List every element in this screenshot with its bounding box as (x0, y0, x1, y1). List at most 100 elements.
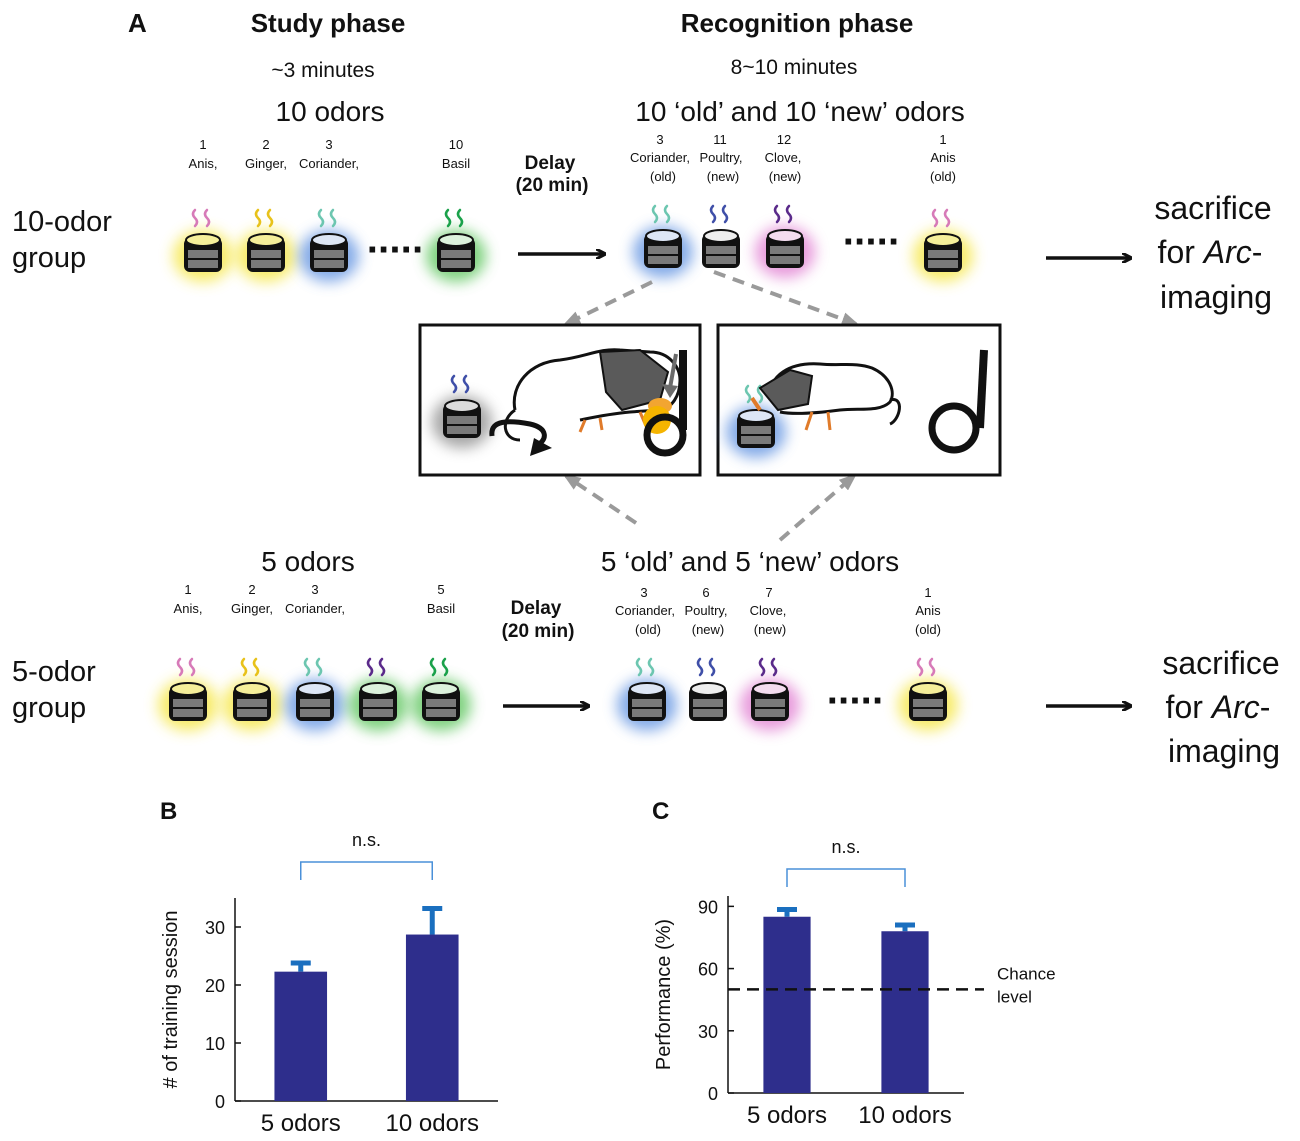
g5-recog-odor-num: 3 (640, 585, 647, 600)
g10-outcome-line1: sacrifice (1154, 190, 1271, 226)
g5-outcome-line2: for Arc- (1166, 689, 1271, 725)
pointer-arrowhead (662, 384, 678, 398)
g10-recog-odor-num: 11 (713, 132, 727, 147)
reward-cup (432, 374, 492, 448)
rotate-arrowhead (530, 438, 552, 456)
behavior-box-reward (418, 323, 702, 477)
panel-c-label: C (652, 798, 669, 825)
g10-study-odor-num: 2 (262, 137, 269, 152)
y-axis-label: Performance (%) (653, 919, 675, 1070)
dashed-arrow-upper-right (713, 270, 860, 326)
y-tick-label: 90 (698, 897, 718, 917)
recognition-phase-title: Recognition phase (681, 8, 914, 38)
y-tick-label: 20 (205, 976, 225, 996)
g10-recog-odor-status: (old) (930, 169, 956, 184)
significance-label: n.s. (831, 837, 860, 857)
g5-delay-time: (20 min) (502, 621, 575, 642)
odor-cup (689, 657, 727, 721)
g5-recog-odor-labels: 3 Coriander, (old) 6 Poultry, (new) 7 Cl… (615, 585, 941, 637)
g5-study-odor-name: Ginger, (231, 601, 273, 616)
odor-cup (173, 208, 233, 282)
g5-study-cups (158, 657, 471, 731)
x-tick-label: 10 odors (386, 1110, 479, 1137)
outcome-arc: Arc (1210, 689, 1260, 725)
g10-delay-label: Delay (525, 153, 576, 174)
chance-label-line1: Chance (997, 964, 1056, 983)
g5-outcome-line3: imaging (1168, 733, 1280, 769)
outcome-dash: - (1252, 234, 1263, 270)
significance-label: n.s. (352, 830, 381, 850)
g10-recog-odor-num: 1 (939, 132, 946, 147)
y-tick-label: 0 (215, 1092, 225, 1112)
empty-well-post (976, 349, 988, 429)
odor-cup (633, 204, 693, 278)
g10-study-odor-name: Basil (442, 156, 470, 171)
outcome-dash: - (1260, 689, 1271, 725)
g10-study-cups (173, 208, 486, 282)
g10-recog-count: 10 ‘old’ and 10 ‘new’ odors (635, 96, 964, 127)
y-tick-label: 0 (708, 1084, 718, 1104)
bar (405, 934, 459, 1101)
g10-study-odor-labels: 1 Anis, 2 Ginger, 3 Coriander, 10 Basil (189, 137, 471, 171)
chance-label-line2: level (997, 987, 1032, 1006)
empty-well-ring (928, 402, 980, 454)
g10-recog-odor-name: Clove, (765, 150, 802, 165)
g10-name-line2: group (12, 242, 86, 274)
g10-delay-time: (20 min) (516, 175, 589, 196)
g5-study-odor-labels: 1 Anis, 2 Ginger, 3 Coriander, 5 Basil (174, 582, 456, 616)
g10-outcome-line3: imaging (1160, 279, 1272, 315)
g10-study-odor-name: Coriander, (299, 156, 359, 171)
study-phase-duration: ~3 minutes (271, 59, 374, 82)
reward-box-cup (432, 374, 492, 448)
reward-well-ring (643, 413, 687, 457)
odor-cup (411, 657, 471, 731)
g10-recog-odor-name: Poultry, (699, 150, 742, 165)
panel-b-label: B (160, 798, 177, 825)
outcome-for: for (1166, 689, 1212, 725)
g10-recog-odor-labels: 3 Coriander, (old) 11 Poultry, (new) 12 … (630, 132, 956, 184)
outcome-arc: Arc (1202, 234, 1252, 270)
g10-recog-odor-status: (new) (707, 169, 740, 184)
g5-recog-odor-status: (new) (692, 622, 725, 637)
g10-study-odor-name: Anis, (189, 156, 218, 171)
g10-recog-odor-name: Coriander, (630, 150, 690, 165)
rotate-arrow-icon (489, 419, 547, 449)
x-tick-label: 5 odors (747, 1102, 827, 1129)
g5-recog-cups (617, 657, 958, 731)
g10-recog-odor-status: (new) (769, 169, 802, 184)
no-reward-cup (726, 384, 786, 458)
g5-name-line1: 5-odor (12, 656, 96, 688)
g5-recog-odor-name: Poultry, (684, 603, 727, 618)
odor-cup (740, 657, 800, 731)
pointer-arrow-icon (668, 353, 678, 389)
odor-cup (755, 204, 815, 278)
odor-cup (158, 657, 218, 731)
g5-study-odor-name: Anis, (174, 601, 203, 616)
g10-name-line1: 10-odor (12, 206, 112, 238)
g5-recog-count: 5 ‘old’ and 5 ‘new’ odors (601, 546, 899, 577)
g10-study-odor-num: 3 (325, 137, 332, 152)
no-reward-box-cup (726, 384, 786, 458)
g10-recog-odor-status: (old) (650, 169, 676, 184)
significance-bracket (786, 868, 906, 887)
outcome-for: for (1158, 234, 1204, 270)
g5-study-odor-name: Coriander, (285, 601, 345, 616)
odor-cup (898, 657, 958, 731)
odor-cup (348, 657, 408, 731)
dashed-arrow-lower-left (562, 473, 638, 525)
odor-cup (222, 657, 282, 731)
y-tick-label: 10 (205, 1034, 225, 1054)
g5-name-line2: group (12, 692, 86, 724)
g5-study-count: 5 odors (261, 546, 354, 577)
g5-recog-odor-status: (old) (635, 622, 661, 637)
g5-recog-odor-name: Coriander, (615, 603, 675, 618)
recognition-phase-duration: 8~10 minutes (731, 56, 858, 79)
x-tick-label: 5 odors (261, 1110, 341, 1137)
g10-recog-cups (633, 204, 973, 282)
g10-recog-odor-name: Anis (930, 150, 956, 165)
g5-recog-odor-num: 6 (702, 585, 709, 600)
g10-recog-odor-num: 12 (777, 132, 791, 147)
